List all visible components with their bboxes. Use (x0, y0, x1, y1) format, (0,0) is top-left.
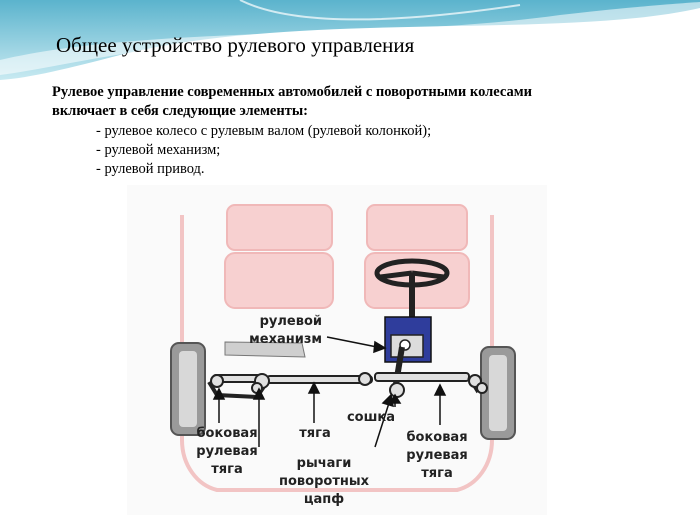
header-wave-decoration (0, 0, 700, 80)
label-side-rod-left: боковая (196, 426, 257, 441)
label-rod: тяга (299, 426, 330, 441)
label-side-rod-right: боковая (406, 430, 467, 445)
right-seat (364, 204, 470, 309)
element-list: - рулевое колесо с рулевым валом (рулево… (96, 122, 431, 179)
frame-rail (224, 341, 306, 358)
label-steering-mechanism: рулевой (260, 314, 322, 329)
list-item: - рулевой привод. (96, 161, 205, 177)
label-pitman-arm: сошка (347, 410, 395, 425)
car-body-outline (180, 215, 494, 492)
steering-diagram-panel: рулевой механизм боковая рулевая тяга тя… (127, 185, 547, 515)
leader-lines (212, 336, 447, 448)
label-side-rod-right: рулевая (406, 448, 467, 463)
slide-title: Общее устройство рулевого управления (56, 33, 415, 57)
label-steering-mechanism: механизм (249, 332, 322, 347)
intro-line-1: Рулевое управление современных автомобил… (52, 84, 532, 100)
list-item: - рулевой механизм; (96, 142, 221, 158)
left-seat (224, 204, 334, 309)
label-side-rod-right: тяга (421, 466, 452, 481)
label-side-rod-left: рулевая (196, 444, 257, 459)
steering-diagram: рулевой механизм боковая рулевая тяга тя… (170, 204, 516, 507)
label-steering-levers: поворотных (279, 474, 370, 489)
list-item: - рулевое колесо с рулевым валом (рулево… (96, 123, 432, 139)
right-wheel (480, 346, 516, 440)
steering-linkage (207, 372, 488, 400)
left-wheel (170, 342, 206, 436)
label-steering-levers: цапф (304, 492, 344, 507)
intro-line-2: включает в себя следующие элементы: (52, 103, 308, 119)
steering-gearbox (384, 316, 432, 363)
intro-text: Рулевое управление современных автомобил… (52, 83, 532, 121)
label-steering-levers: рычаги (297, 456, 352, 471)
label-side-rod-left: тяга (211, 462, 242, 477)
